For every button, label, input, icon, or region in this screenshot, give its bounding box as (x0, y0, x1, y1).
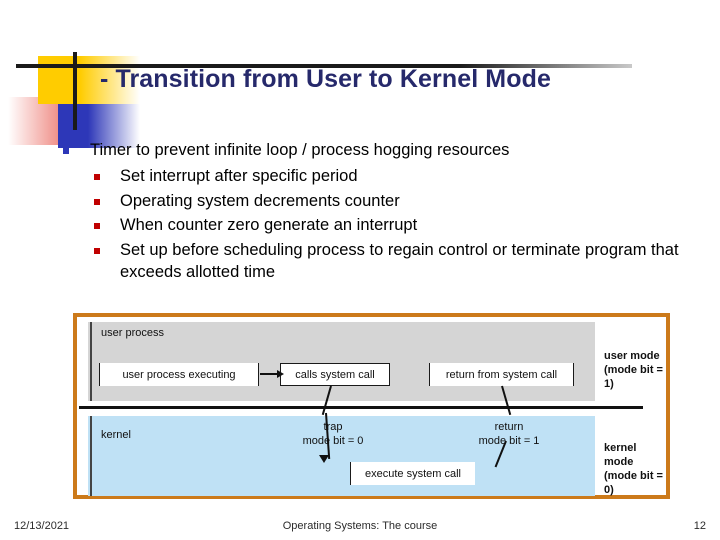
bullet-level2-text: Set interrupt after specific period (120, 167, 358, 185)
bullet-level2: Set interrupt after specific period (90, 165, 700, 188)
system-call-transition-diagram: user process kernel user process executi… (73, 313, 670, 499)
bullet-level2: Operating system decrements counter (90, 190, 700, 213)
bullet-level2: When counter zero generate an interrupt (90, 214, 700, 237)
decoration-blue-gradient (88, 104, 140, 148)
square-bullet-icon (94, 223, 100, 229)
user-mode-legend: user mode (mode bit = 1) (604, 349, 666, 391)
footer-date: 12/13/2021 (14, 520, 70, 532)
bullet-level2-group: Set interrupt after specific period Oper… (90, 165, 700, 284)
trap-mode-bit-text: mode bit = 0 (302, 435, 364, 447)
user-band-rule (90, 322, 92, 401)
bullet-level2: Set up before scheduling process to rega… (90, 239, 700, 284)
user-mode-bit-text: (mode bit = 1) (604, 364, 663, 390)
kernel-mode-text: kernel mode (604, 442, 637, 468)
trap-transition-label: trap mode bit = 0 (273, 420, 393, 448)
kernel-mode-legend: kernel mode (mode bit = 0) (604, 441, 666, 497)
arrow-down-icon (319, 455, 329, 463)
square-bullet-icon (94, 198, 100, 205)
slide-content: Timer to prevent infinite loop / process… (60, 140, 700, 286)
return-mode-bit-text: mode bit = 1 (478, 435, 540, 447)
slide-footer: 12/13/2021 Operating Systems: The course… (0, 515, 720, 540)
mode-divider-line (79, 406, 643, 409)
box-return-from-system-call: return from system call (429, 363, 574, 386)
decoration-vertical-rule (73, 52, 77, 130)
square-bullet-icon (63, 148, 69, 154)
box-execute-system-call: execute system call (350, 462, 475, 485)
bullet-level1-text: Timer to prevent infinite loop / process… (90, 141, 510, 159)
return-text: return (494, 421, 524, 433)
user-process-label: user process (101, 327, 164, 339)
kernel-band-rule (90, 416, 92, 496)
square-bullet-icon (94, 247, 100, 254)
arrow-right-icon (260, 369, 284, 378)
user-mode-band (88, 322, 595, 401)
footer-course-name: Operating Systems: The course (282, 520, 438, 532)
box-calls-system-call: calls system call (280, 363, 390, 386)
square-bullet-icon (94, 174, 100, 180)
trap-text: trap (323, 421, 343, 433)
bullet-level2-text: Set up before scheduling process to rega… (120, 240, 679, 282)
title-underline-rule (16, 64, 632, 68)
kernel-mode-band (88, 416, 595, 496)
user-mode-text: user mode (604, 350, 660, 362)
kernel-label: kernel (101, 429, 131, 441)
diagram-canvas: user process kernel user process executi… (77, 317, 666, 497)
footer-page-number: 12 (693, 520, 706, 532)
page-title: - Transition from User to Kernel Mode (100, 65, 551, 93)
bullet-level2-text: When counter zero generate an interrupt (120, 216, 418, 234)
bullet-level2-text: Operating system decrements counter (120, 191, 400, 210)
return-transition-label: return mode bit = 1 (449, 420, 569, 448)
kernel-mode-bit-text: (mode bit = 0) (604, 470, 663, 496)
bullet-level1: Timer to prevent infinite loop / process… (60, 140, 700, 161)
box-user-process-executing: user process executing (99, 363, 259, 386)
